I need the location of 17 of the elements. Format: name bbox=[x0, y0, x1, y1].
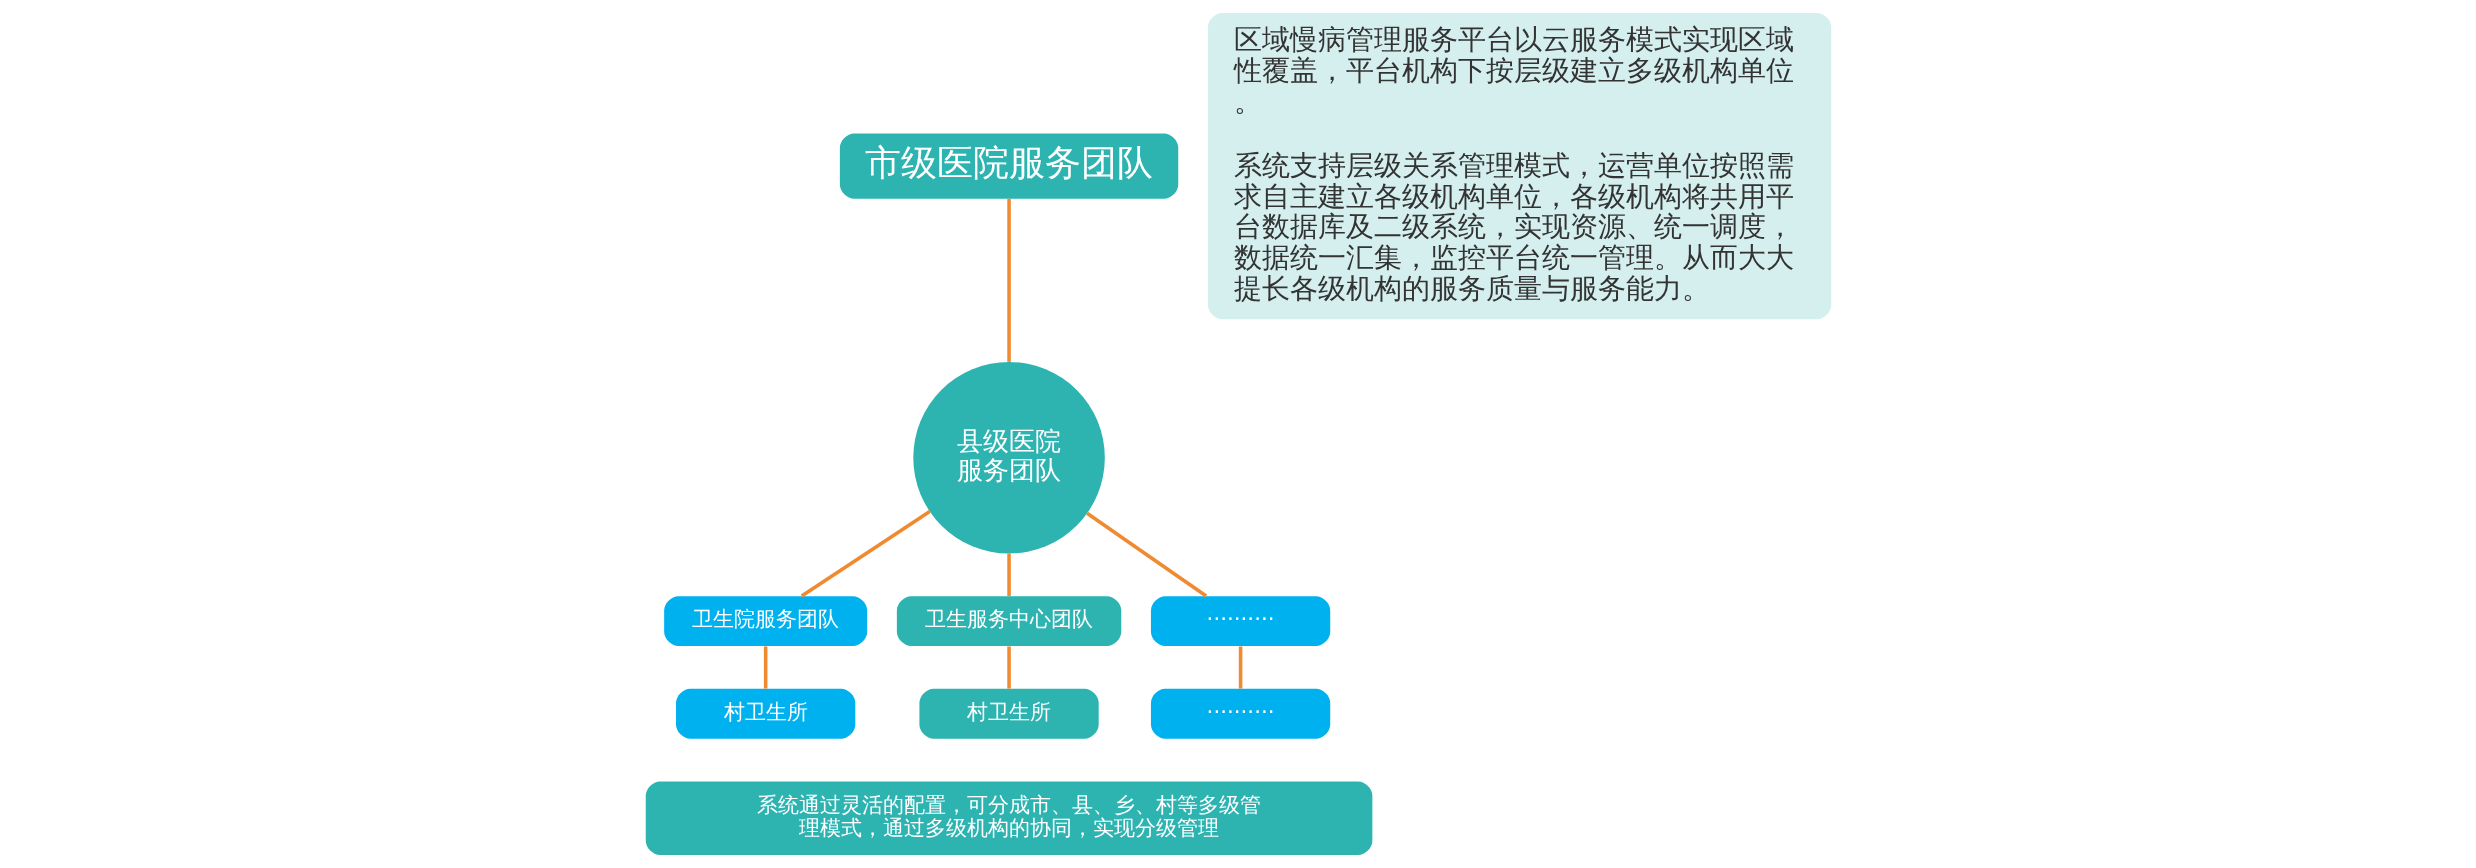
node-box: ·········· bbox=[1150, 688, 1330, 739]
node-box: ·········· bbox=[1150, 596, 1330, 647]
node-box: 村卫生所 bbox=[918, 688, 1099, 739]
node-box: 卫生院服务团队 bbox=[663, 596, 867, 647]
connector bbox=[1006, 646, 1011, 689]
node-box: 系统通过灵活的配置，可分成市、县、乡、村等多级管理模式，通过多级机构的协同，实现分级管理 bbox=[645, 781, 1372, 855]
node-circle: 县级医院服务团队 bbox=[912, 361, 1105, 554]
node-box: 村卫生所 bbox=[675, 688, 855, 739]
node-box: 市级医院服务团队 bbox=[839, 133, 1178, 199]
node-box: 区域慢病管理服务平台以云服务模式实现区域性覆盖，平台机构下按层级建立多级机构单位。 系统支持层级关系管理模式，运营单位按照需求自主建立各级机构单位，各级机构将共用平台数据库及二级系统，实现资源、统一调度，数据统一汇集，监控平台统一管理。从而大大提长各级机构的服务质量与服务能力。 bbox=[1207, 13, 1831, 320]
connector bbox=[1006, 198, 1011, 362]
connector bbox=[800, 509, 931, 598]
node-box: 卫生服务中心团队 bbox=[896, 596, 1121, 647]
connector bbox=[1006, 553, 1011, 596]
connector bbox=[1238, 646, 1242, 689]
connector bbox=[1085, 511, 1207, 598]
connector bbox=[763, 646, 767, 689]
